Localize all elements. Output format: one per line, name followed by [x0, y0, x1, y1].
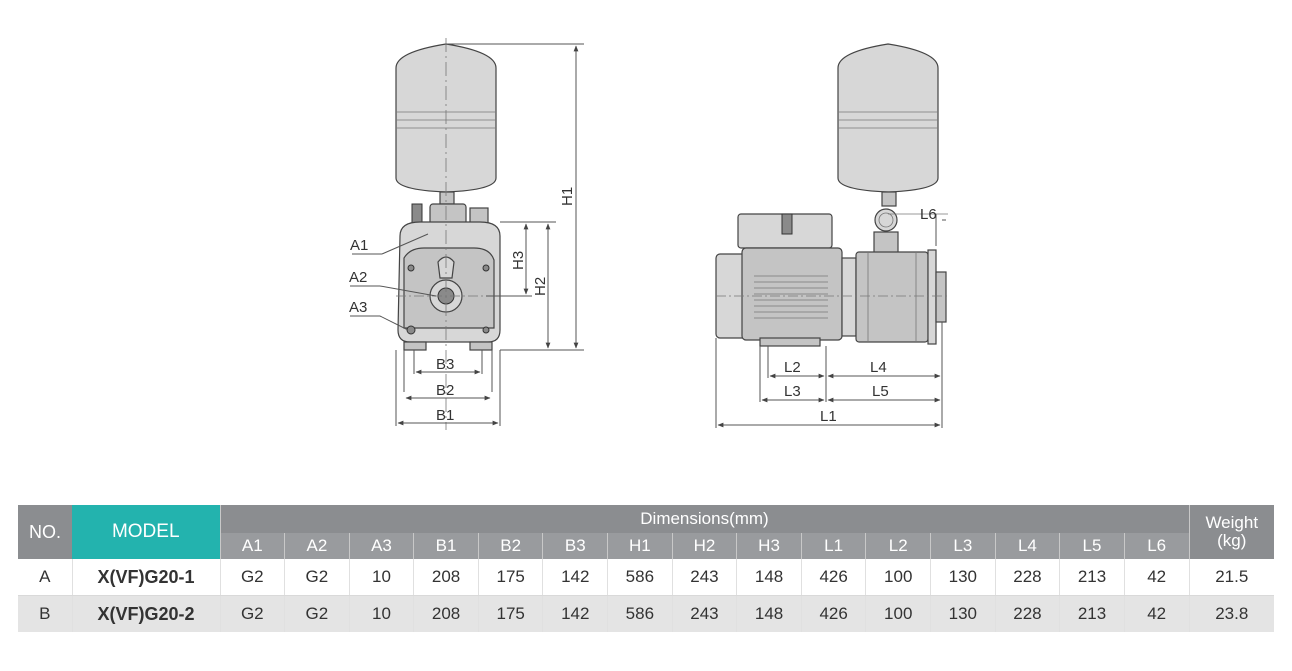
motor-fins [754, 275, 828, 319]
front-view: A1 A2 A3 B3 B2 B1 H1 H2 H3 [349, 38, 584, 430]
label-l1: L1 [820, 408, 837, 425]
model-cell: X(VF)G20-2 [71, 595, 220, 632]
column-header: H3 [736, 533, 802, 559]
label-b2: B2 [436, 382, 454, 399]
weight-cell: 23.8 [1188, 595, 1274, 632]
column-header: L4 [994, 533, 1060, 559]
dimension-cell: 130 [930, 559, 996, 596]
column-header: L1 [800, 533, 866, 559]
dimension-cell: 586 [607, 559, 673, 596]
column-header: L6 [1123, 533, 1189, 559]
dimension-cell: G2 [219, 559, 285, 596]
dimension-cell: 148 [736, 595, 802, 632]
header-no: NO. [18, 505, 72, 559]
column-header: B3 [542, 533, 608, 559]
column-header: L5 [1059, 533, 1125, 559]
dimension-cell: G2 [284, 559, 350, 596]
label-b1: B1 [436, 407, 454, 424]
row-no-cell: A [18, 559, 72, 596]
dimension-cell: 100 [865, 559, 931, 596]
dimension-cell: 208 [413, 595, 479, 632]
column-header: B2 [477, 533, 543, 559]
dimension-cell: 175 [477, 595, 543, 632]
label-b3: B3 [436, 356, 454, 373]
dimension-cell: 243 [671, 559, 737, 596]
label-l4: L4 [870, 359, 887, 376]
label-h2: H2 [532, 277, 549, 296]
dimension-cell: 228 [994, 559, 1060, 596]
dimension-cell: 175 [477, 559, 543, 596]
weight-cell: 21.5 [1188, 559, 1274, 596]
column-header: L3 [930, 533, 996, 559]
dimension-cell: 228 [994, 595, 1060, 632]
dimension-cell: 243 [671, 595, 737, 632]
label-h1: H1 [559, 187, 576, 206]
row-no-cell: B [18, 595, 72, 632]
dimension-cell: 142 [542, 595, 608, 632]
header-weight-line1: Weight [1205, 513, 1259, 532]
column-header: A1 [219, 533, 285, 559]
dimension-cell: 142 [542, 559, 608, 596]
header-weight-line2: (kg) [1217, 531, 1247, 550]
label-l2: L2 [784, 359, 801, 376]
label-a1: A1 [350, 237, 368, 254]
label-h3: H3 [510, 251, 527, 270]
dimension-cell: 100 [865, 595, 931, 632]
dimension-cell: 426 [800, 559, 866, 596]
column-header: A2 [284, 533, 350, 559]
dimension-cell: 130 [930, 595, 996, 632]
column-header: L2 [865, 533, 931, 559]
dimension-cell: G2 [284, 595, 350, 632]
model-cell: X(VF)G20-1 [71, 559, 220, 596]
header-dimensions: Dimensions(mm) [219, 505, 1189, 533]
column-header: H1 [607, 533, 673, 559]
label-l5: L5 [872, 383, 889, 400]
dimension-cell: 208 [413, 559, 479, 596]
column-header: A3 [348, 533, 414, 559]
label-l6: L6 [920, 206, 937, 223]
dimension-cell: 213 [1059, 595, 1125, 632]
dimension-cell: 42 [1123, 559, 1189, 596]
side-view: L6 L2 L4 L3 L5 L1 [715, 43, 948, 428]
dimension-cell: 213 [1059, 559, 1125, 596]
label-l3: L3 [784, 383, 801, 400]
dimension-cell: G2 [219, 595, 285, 632]
column-header: H2 [671, 533, 737, 559]
label-a3: A3 [349, 299, 367, 316]
dimension-cell: 42 [1123, 595, 1189, 632]
dimension-cell: 10 [348, 595, 414, 632]
header-weight: Weight (kg) [1188, 505, 1274, 559]
label-a2: A2 [349, 269, 367, 286]
dimension-cell: 10 [348, 559, 414, 596]
dimension-cell: 426 [800, 595, 866, 632]
pump-dimension-drawing: A1 A2 A3 B3 B2 B1 H1 H2 H3 [349, 38, 948, 430]
dimension-cell: 586 [607, 595, 673, 632]
column-header: B1 [413, 533, 479, 559]
dimension-cell: 148 [736, 559, 802, 596]
header-model: MODEL [72, 505, 220, 559]
